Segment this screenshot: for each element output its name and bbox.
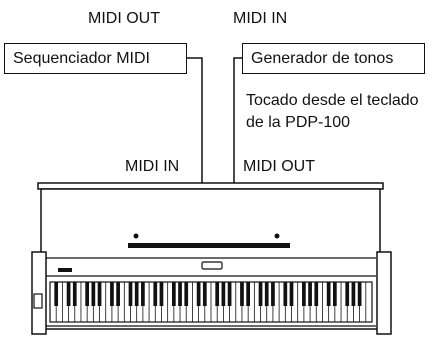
music-rest-knob-right [275, 234, 280, 239]
black-key [54, 282, 58, 306]
music-rest-knob-left [134, 234, 139, 239]
sequencer-midi-out-label: MIDI OUT [88, 10, 160, 28]
black-key [290, 282, 294, 306]
sequencer-to-piano-cable [187, 58, 202, 183]
black-key [345, 282, 349, 306]
note-line-1: Tocado desde el teclado [246, 92, 419, 110]
black-key [302, 282, 306, 306]
black-key [327, 282, 331, 306]
black-key [197, 282, 201, 306]
piano-illustration [32, 183, 391, 334]
black-key [215, 282, 219, 306]
tonegen-midi-in-label: MIDI IN [233, 10, 287, 28]
black-key [67, 282, 71, 306]
black-key [203, 282, 207, 306]
black-key [308, 282, 312, 306]
black-key [259, 282, 263, 306]
sequencer-name: Sequenciador MIDI [13, 50, 150, 68]
piano-midi-out-label: MIDI OUT [243, 158, 315, 176]
tone-generator-box: Generador de tonos [242, 43, 425, 74]
piano-midi-in-label: MIDI IN [125, 158, 179, 176]
black-key [178, 282, 182, 306]
black-key [160, 282, 164, 306]
black-key [271, 282, 275, 306]
piano-to-tonegen-cable [234, 58, 242, 183]
piano-left-cheek [32, 252, 46, 334]
black-key [91, 282, 95, 306]
black-key [240, 282, 244, 306]
black-key [184, 282, 188, 306]
note-line-2: de la PDP-100 [246, 114, 350, 132]
black-key [110, 282, 114, 306]
black-key [172, 282, 176, 306]
black-key [222, 282, 226, 306]
music-rest [128, 243, 290, 248]
black-key [141, 282, 145, 306]
tone-generator-name: Generador de tonos [251, 50, 393, 68]
black-key [129, 282, 133, 306]
black-key [358, 282, 362, 306]
black-key [333, 282, 337, 306]
black-key [283, 282, 287, 306]
black-key [352, 282, 356, 306]
black-key [116, 282, 120, 306]
sequencer-box: Sequenciador MIDI [4, 43, 187, 74]
black-key [73, 282, 77, 306]
black-key [98, 282, 102, 306]
side-button [34, 294, 42, 308]
display-window [202, 262, 222, 269]
black-key [85, 282, 89, 306]
power-indicator [58, 268, 72, 272]
piano-right-cheek [377, 252, 391, 334]
piano-lid [38, 183, 383, 189]
black-key [246, 282, 250, 306]
black-key [135, 282, 139, 306]
black-key [314, 282, 318, 306]
black-key [265, 282, 269, 306]
black-key [228, 282, 232, 306]
black-key [153, 282, 157, 306]
